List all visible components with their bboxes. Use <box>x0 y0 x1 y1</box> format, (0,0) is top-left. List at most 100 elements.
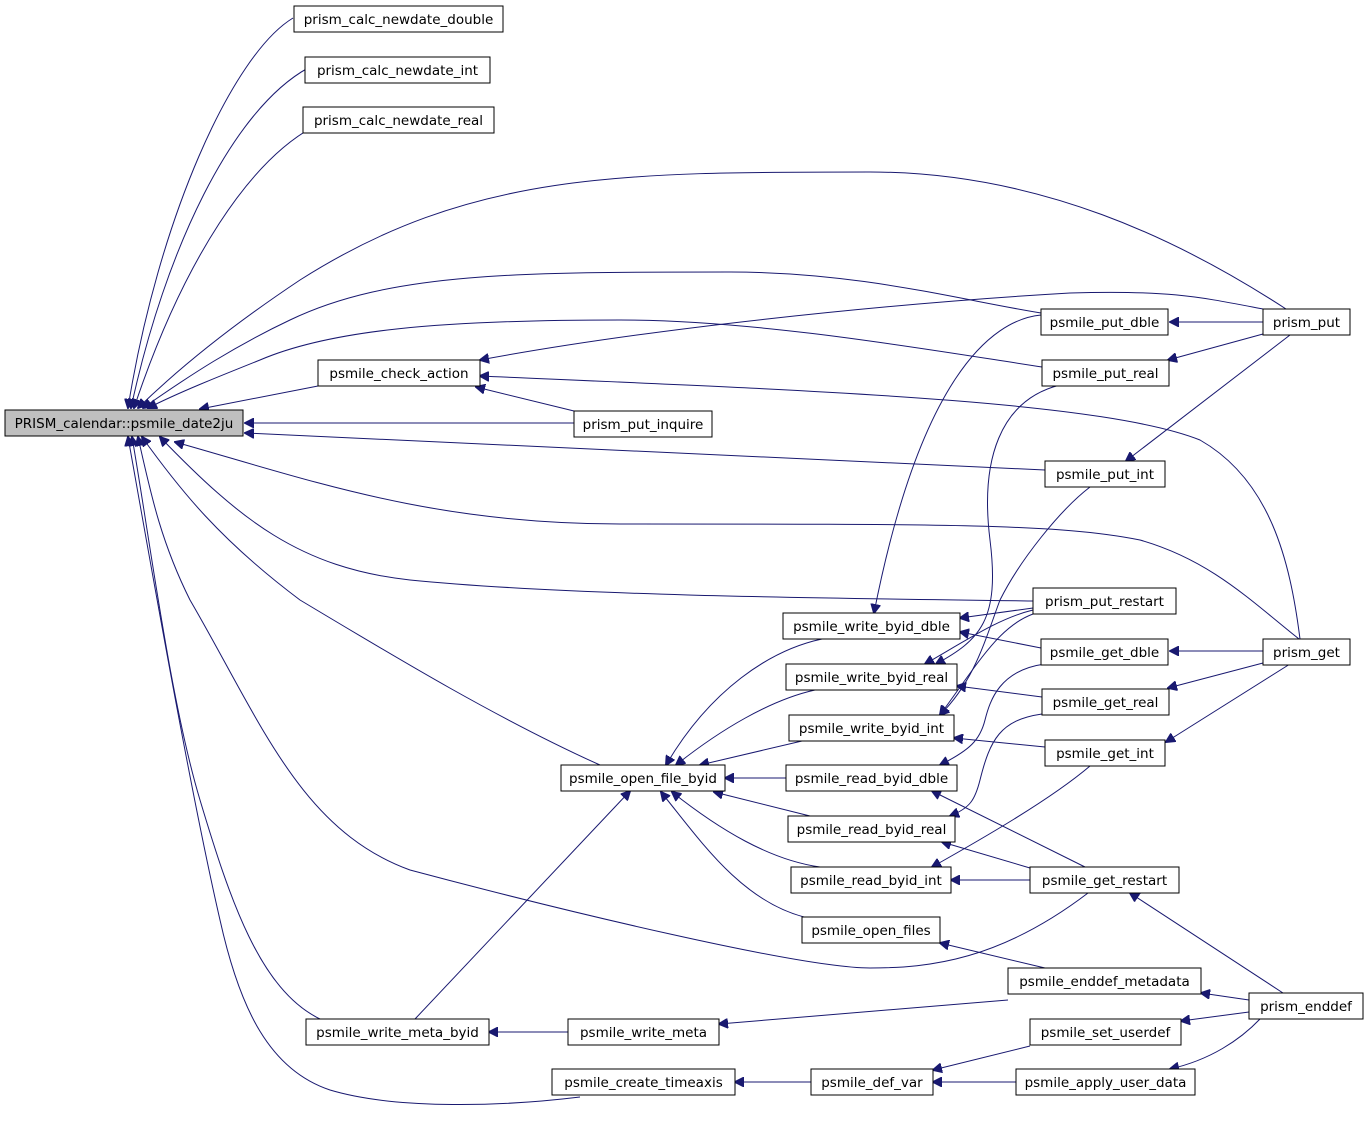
node-put-real[interactable]: psmile_put_real <box>1041 359 1170 387</box>
edge-put-real-to-write-byid-real <box>936 384 1061 664</box>
node-calc-double[interactable]: prism_calc_newdate_double <box>293 5 504 33</box>
node-put-inquire[interactable]: prism_put_inquire <box>573 410 713 438</box>
edge-calc-double-to-root <box>128 17 294 408</box>
node-open-files[interactable]: psmile_open_files <box>801 916 941 944</box>
node-read-byid-int[interactable]: psmile_read_byid_int <box>790 866 952 894</box>
edge-get-int-to-write-byid-int <box>954 738 1046 748</box>
node-prism-get[interactable]: prism_get <box>1262 638 1351 666</box>
node-write-meta[interactable]: psmile_write_meta <box>567 1018 720 1046</box>
node-box <box>788 714 955 742</box>
edge-calc-real-to-root <box>134 118 331 408</box>
node-box <box>1032 587 1177 615</box>
edge-get-restart-to-read-byid-dble <box>932 791 1086 868</box>
node-put-int[interactable]: psmile_put_int <box>1044 460 1166 488</box>
node-box <box>1015 1068 1196 1096</box>
edge-set-userdef-to-def-var <box>933 1045 1031 1070</box>
edge-write-meta-byid-to-root <box>132 437 321 1020</box>
node-label: psmile_get_real <box>1053 695 1159 711</box>
edge-put-restart-to-write-byid-dble <box>960 607 1034 618</box>
node-def-var[interactable]: psmile_def_var <box>810 1068 934 1096</box>
node-set-userdef[interactable]: psmile_set_userdef <box>1029 1018 1182 1046</box>
node-label: psmile_put_int <box>1056 467 1154 483</box>
edge-read-byid-int-to-open-file-byid <box>672 792 821 868</box>
node-prism-enddef[interactable]: prism_enddef <box>1248 992 1364 1020</box>
edge-prism-put-to-root <box>138 171 1287 408</box>
edge-get-restart-to-root <box>138 437 1089 969</box>
node-box <box>304 56 491 84</box>
edge-read-byid-real-to-open-file-byid <box>714 792 811 817</box>
node-box <box>1044 739 1166 767</box>
node-enddef-metadata[interactable]: psmile_enddef_metadata <box>1007 967 1202 995</box>
node-label: prism_calc_newdate_int <box>317 63 478 79</box>
node-box <box>573 410 713 438</box>
node-get-restart[interactable]: psmile_get_restart <box>1029 866 1180 894</box>
node-box <box>1040 308 1169 336</box>
edge-prism-enddef-to-enddef-metadata <box>1201 993 1250 1001</box>
node-check-action[interactable]: psmile_check_action <box>317 359 481 387</box>
node-get-int[interactable]: psmile_get_int <box>1044 739 1166 767</box>
edge-write-byid-int-to-open-file-byid <box>700 740 803 765</box>
node-box <box>801 916 941 944</box>
node-box <box>1007 967 1202 995</box>
node-label: psmile_create_timeaxis <box>564 1075 722 1091</box>
node-box <box>1029 1018 1182 1046</box>
edge-write-byid-dble-to-open-file-byid <box>666 638 823 765</box>
node-label: prism_get <box>1273 645 1340 661</box>
node-apply-user-data[interactable]: psmile_apply_user_data <box>1015 1068 1196 1096</box>
edge-put-restart-to-root <box>160 437 1034 602</box>
node-label: prism_calc_newdate_double <box>304 12 494 28</box>
node-put-restart[interactable]: prism_put_restart <box>1032 587 1177 615</box>
edge-get-dble-to-read-byid-dble <box>940 663 1046 765</box>
edge-get-dble-to-write-byid-dble <box>960 632 1042 649</box>
node-write-byid-int[interactable]: psmile_write_byid_int <box>788 714 955 742</box>
node-calc-real[interactable]: prism_calc_newdate_real <box>302 106 495 134</box>
node-write-byid-dble[interactable]: psmile_write_byid_dble <box>782 612 961 640</box>
edge-put-int-to-write-byid-int <box>940 486 1091 715</box>
node-box <box>302 106 495 134</box>
node-put-dble[interactable]: psmile_put_dble <box>1040 308 1169 336</box>
node-label: psmile_read_byid_dble <box>795 771 948 787</box>
node-root[interactable]: PRISM_calendar::psmile_date2ju <box>4 409 244 437</box>
node-read-byid-real[interactable]: psmile_read_byid_real <box>787 815 956 843</box>
node-open-file-byid[interactable]: psmile_open_file_byid <box>560 764 726 792</box>
node-get-real[interactable]: psmile_get_real <box>1041 688 1170 716</box>
node-get-dble[interactable]: psmile_get_dble <box>1040 638 1169 666</box>
node-box <box>567 1018 720 1046</box>
edge-enddef-metadata-to-open-files <box>940 943 1046 969</box>
node-label: prism_put_inquire <box>583 417 704 433</box>
node-box <box>551 1068 736 1096</box>
node-box <box>1262 308 1351 336</box>
edge-calc-int-to-root <box>131 67 309 408</box>
node-box <box>1029 866 1180 894</box>
edges <box>128 17 1301 1106</box>
edge-check-action-to-root <box>200 385 319 409</box>
node-prism-put[interactable]: prism_put <box>1262 308 1351 336</box>
node-box <box>787 815 956 843</box>
edge-write-byid-real-to-open-file-byid <box>676 689 816 765</box>
node-write-byid-real[interactable]: psmile_write_byid_real <box>785 663 958 691</box>
node-label: psmile_put_real <box>1052 366 1158 382</box>
node-label: prism_put <box>1273 315 1340 331</box>
edge-enddef-metadata-to-write-meta <box>719 999 1009 1024</box>
node-box <box>293 5 504 33</box>
node-label: psmile_open_files <box>811 923 930 939</box>
node-read-byid-dble[interactable]: psmile_read_byid_dble <box>785 764 958 792</box>
node-label: psmile_write_byid_dble <box>793 619 950 635</box>
node-box <box>1044 460 1166 488</box>
node-calc-int[interactable]: prism_calc_newdate_int <box>304 56 491 84</box>
node-box <box>1041 688 1170 716</box>
node-write-meta-byid[interactable]: psmile_write_meta_byid <box>305 1018 490 1046</box>
edge-prism-get-to-check-action <box>480 376 1301 640</box>
edge-prism-get-to-get-real <box>1168 662 1264 688</box>
edge-get-real-to-read-byid-real <box>950 713 1043 816</box>
node-label: psmile_open_file_byid <box>569 771 717 787</box>
edge-create-timeaxis-to-root <box>128 437 581 1106</box>
edge-prism-get-to-get-int <box>1166 663 1291 742</box>
node-label: PRISM_calendar::psmile_date2ju <box>15 416 234 432</box>
node-label: psmile_put_dble <box>1050 315 1160 331</box>
edge-get-int-to-read-byid-int <box>932 765 1091 867</box>
node-create-timeaxis[interactable]: psmile_create_timeaxis <box>551 1068 736 1096</box>
node-label: psmile_get_restart <box>1042 873 1167 889</box>
node-label: prism_put_restart <box>1045 594 1164 610</box>
